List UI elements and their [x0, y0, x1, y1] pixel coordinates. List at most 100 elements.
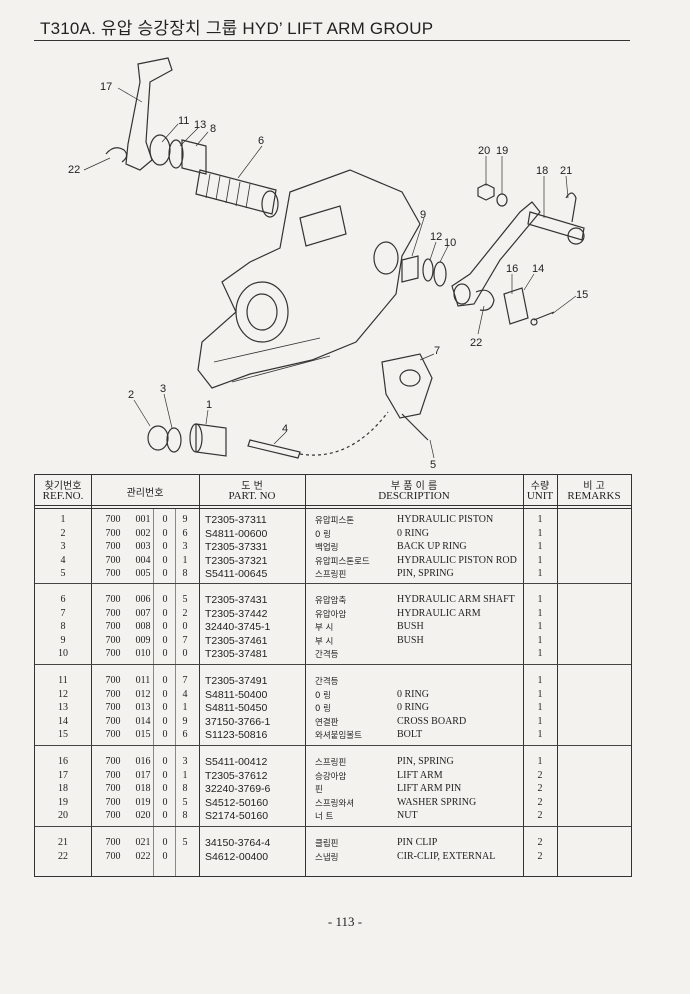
ref-cell: 5	[60, 568, 66, 579]
mgmt-code-2: 022	[135, 850, 151, 862]
snap-ring-left	[105, 147, 128, 163]
cross-board	[503, 287, 529, 325]
description-cell: HYDRAULIC ARM	[397, 607, 481, 619]
callout-8: 8	[210, 123, 216, 135]
description-cell: CROSS BOARD	[397, 715, 467, 727]
mgmt-code-4: 7	[182, 634, 188, 646]
description-cell: WASHER SPRING	[397, 796, 477, 808]
korean-name-cell: 스프링핀	[315, 570, 347, 580]
callout-15: 15	[576, 289, 588, 301]
callout-6: 6	[258, 135, 264, 147]
mgmt-code-1: 700	[105, 514, 121, 525]
mgmt-code-2: 005	[135, 568, 151, 579]
mgmt-code-4: 7	[182, 675, 188, 686]
mgmt-code-4: 0	[182, 648, 188, 659]
callout-5: 5	[430, 459, 436, 471]
callout-1: 1	[206, 399, 212, 411]
bush-8	[181, 139, 207, 175]
unit-cell: 1	[537, 634, 543, 646]
korean-name-cell: 간격등	[315, 677, 339, 687]
mgmt-code-4: 5	[182, 796, 188, 808]
callout-20: 20	[478, 145, 490, 157]
exploded-parts-diagram: 17 11 13 8 6 22 20 19 18 21 9 12 10 16 1…	[68, 57, 588, 471]
unit-cell: 1	[537, 621, 543, 632]
part-number-cell: S4811-50400	[205, 688, 268, 701]
description-cell: HYDRAULIC PISTON	[397, 514, 494, 525]
mgmt-code-1: 700	[105, 715, 121, 727]
description-cell: 0 RING	[397, 688, 429, 700]
mgmt-code-4: 5	[182, 837, 188, 848]
description-cell: 0 RING	[397, 527, 429, 539]
korean-name-cell: 백업링	[315, 543, 339, 553]
oring-12	[422, 258, 434, 282]
mgmt-code-3: 0	[162, 634, 168, 646]
mgmt-code-1: 700	[105, 837, 121, 848]
korean-name-cell: 유압피스톤로드	[315, 556, 370, 567]
part-number-cell: S4612-00400	[205, 850, 269, 863]
korean-name-cell: 승강아암	[315, 771, 347, 782]
mgmt-code-2: 001	[135, 514, 151, 525]
ref-cell: 13	[58, 702, 68, 713]
mgmt-code-1: 700	[105, 702, 121, 713]
korean-name-cell: 0 링	[315, 690, 331, 701]
description-cell: BOLT	[397, 729, 423, 740]
mgmt-code-3: 0	[162, 729, 168, 740]
korean-name-cell: 0 링	[315, 529, 331, 540]
mgmt-code-2: 014	[135, 715, 151, 727]
korean-name-cell: 클립핀	[315, 839, 339, 849]
callout-7: 7	[434, 345, 440, 357]
mgmt-code-4: 9	[182, 715, 188, 727]
mgmt-code-1: 700	[105, 554, 121, 566]
description-cell: LIFT ARM	[397, 769, 443, 781]
spacer-10	[433, 261, 447, 287]
mgmt-code-3: 0	[162, 783, 168, 794]
ref-cell: 1	[60, 514, 66, 525]
mgmt-header-kr: 관리번호	[126, 488, 164, 499]
mgmt-code-2: 012	[135, 688, 151, 700]
part-number-cell: T2305-37442	[205, 607, 268, 620]
ref-cell: 12	[58, 688, 68, 700]
mgmt-code-4: 1	[182, 769, 188, 781]
unit-cell: 1	[537, 702, 543, 713]
callout-18: 18	[536, 165, 548, 177]
mgmt-code-2: 009	[135, 634, 151, 646]
bush-11	[149, 134, 171, 166]
part-number-cell: 34150-3764-4	[205, 837, 271, 849]
arm-shaft	[195, 169, 277, 215]
description-cell: PIN, SPRING	[397, 756, 454, 767]
snap-ring-right	[475, 289, 495, 311]
callout-14: 14	[532, 263, 544, 275]
mgmt-code-1: 700	[105, 527, 121, 539]
mgmt-code-4: 0	[182, 621, 188, 632]
korean-name-cell: 스프링와셔	[315, 798, 355, 809]
unit-cell: 2	[537, 796, 543, 808]
mgmt-code-4: 8	[182, 568, 188, 579]
mgmt-code-3: 0	[162, 688, 168, 700]
lift-arm-right	[451, 201, 541, 307]
callout-16: 16	[506, 263, 518, 275]
ref-cell: 4	[60, 554, 66, 566]
ref-cell: 18	[58, 783, 68, 794]
mgmt-code-1: 700	[105, 634, 121, 646]
mgmt-code-3: 0	[162, 675, 168, 686]
callout-21: 21	[560, 165, 572, 177]
ref-cell: 6	[60, 594, 66, 605]
mgmt-code-1: 700	[105, 568, 121, 579]
korean-name-cell: 핀	[315, 785, 323, 795]
housing-bore	[373, 241, 399, 275]
korean-name-cell: 너 트	[315, 812, 334, 822]
description-cell: BACK UP RING	[397, 541, 467, 552]
mgmt-code-1: 700	[105, 648, 121, 659]
mgmt-code-1: 700	[105, 796, 121, 808]
mgmt-code-1: 700	[105, 729, 121, 740]
unit-header-kr: 수량	[530, 481, 550, 492]
